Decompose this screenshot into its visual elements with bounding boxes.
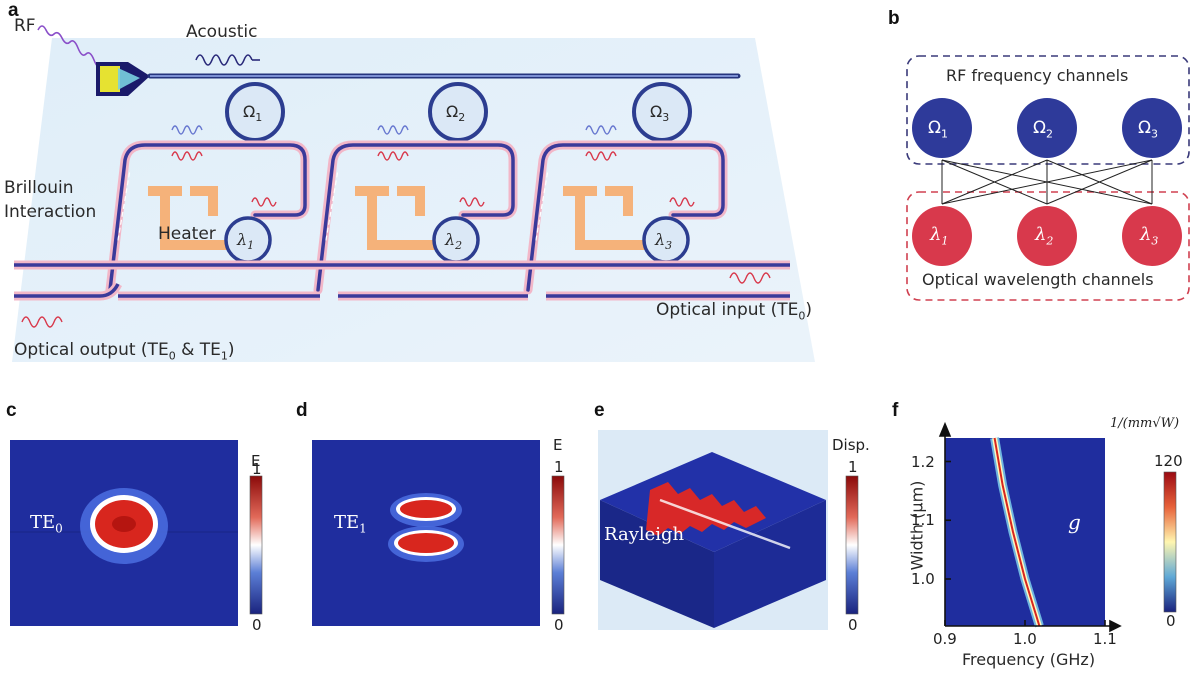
lambda-node-label-1: λ1 [930, 224, 949, 248]
colorbar-c-title: E [251, 452, 261, 470]
panel-d-te1-mode [312, 440, 565, 626]
colorbar-f [1163, 471, 1177, 613]
te0-mode-label: TE0 [30, 512, 63, 536]
panel-label-d: d [296, 400, 308, 421]
omega-node-1 [912, 98, 972, 158]
panel-label-e: e [594, 400, 605, 421]
lambda-node-2 [1017, 206, 1077, 266]
acoustic-ring-2 [428, 82, 488, 142]
acoustic-wave [195, 54, 253, 66]
rayleigh-ridge [646, 482, 791, 550]
optical-input-label: Optical input (TE0) [656, 300, 812, 323]
lambda-label-1: λ1 [237, 230, 255, 253]
lambda-label-3: λ3 [655, 230, 673, 253]
heatmap-plot-area [945, 438, 1105, 626]
colorbar-d [551, 475, 565, 615]
colorbar-f-max: 120 [1154, 452, 1183, 470]
optical-channel-box [906, 191, 1190, 301]
rf-wave [37, 25, 103, 70]
colorbar-e [845, 475, 859, 615]
panel-label-c: c [6, 400, 17, 421]
rayleigh-mode-label: Rayleigh [604, 524, 685, 545]
omega-node-2 [1017, 98, 1077, 158]
colorbar-c-min: 0 [252, 616, 262, 634]
rf-label: RF [14, 16, 36, 36]
colorbar-f-min: 0 [1166, 612, 1176, 630]
optical-bus-waveguides [14, 260, 790, 301]
acoustic-label: Acoustic [186, 22, 258, 42]
heater-electrodes [148, 186, 645, 250]
omega-node-3 [1122, 98, 1182, 158]
rf-channel-box [906, 55, 1190, 165]
colorbar-c [249, 475, 263, 615]
colorbar-f-unit: 1/(mm√W) [1110, 416, 1180, 431]
rf-channels-title: RF frequency channels [946, 66, 1129, 85]
acoustic-ring-3 [632, 82, 692, 142]
panel-c-te0-mode [10, 440, 263, 626]
colorbar-d-title: E [553, 436, 563, 454]
colorbar-c-max: 1 [252, 460, 262, 478]
y-tick-label: 1.1 [911, 511, 935, 530]
brillouin-label-line2: Interaction [4, 202, 97, 222]
omega-label-1: Ω1 [243, 102, 263, 125]
lambda-node-label-2: λ2 [1035, 224, 1054, 248]
resonance-curve [990, 437, 1044, 628]
x-tick-label: 0.9 [933, 630, 957, 648]
colorbar-e-max: 1 [848, 458, 858, 476]
lambda-label-2: λ2 [445, 230, 463, 253]
brillouin-label-line1: Brillouin [4, 178, 74, 198]
panel-label-f: f [892, 400, 899, 421]
omega-label-3: Ω3 [650, 102, 670, 125]
axes-f [938, 421, 1122, 633]
x-tick-label: 1.0 [1013, 630, 1037, 648]
acoustic-ring-1 [225, 82, 285, 142]
chip-substrate [12, 38, 815, 362]
omega-node-label-3: Ω3 [1138, 118, 1158, 141]
gain-annotation: g [1068, 510, 1081, 534]
y-tick-label: 1.0 [911, 570, 935, 588]
colorbar-e-min: 0 [848, 616, 858, 634]
panel-e-rayleigh-mode [598, 430, 859, 630]
panel-label-b: b [888, 8, 900, 29]
f-xlabel: Frequency (GHz) [962, 650, 1096, 669]
panel-f-heatmap [938, 421, 1177, 633]
omega-node-label-2: Ω2 [1033, 118, 1053, 141]
panel-b-diagram [906, 55, 1190, 301]
optical-output-label: Optical output (TE0 & TE1) [14, 340, 235, 363]
panel-a-schematic [12, 25, 815, 362]
idt-transducer [96, 62, 150, 96]
resonance-curve-line [993, 437, 1041, 627]
colorbar-d-max: 1 [554, 458, 564, 476]
colorbar-d-min: 0 [554, 616, 564, 634]
x-tick-label: 1.1 [1093, 630, 1117, 648]
te1-mode-label: TE1 [334, 512, 367, 536]
lambda-node-3 [1122, 206, 1182, 266]
channel-connections [941, 159, 1153, 205]
y-tick-label: 1.2 [911, 452, 935, 471]
brillouin-loops [105, 140, 728, 295]
lambda-node-label-3: λ3 [1140, 224, 1159, 248]
panel-label-a: a [8, 0, 19, 21]
omega-label-2: Ω2 [446, 102, 466, 125]
omega-node-label-1: Ω1 [928, 118, 948, 141]
optical-channels-title: Optical wavelength channels [922, 270, 1154, 289]
lambda-node-1 [912, 206, 972, 266]
colorbar-e-title: Disp. [832, 436, 870, 454]
heater-label: Heater [158, 224, 216, 244]
wave-packets [21, 125, 771, 328]
